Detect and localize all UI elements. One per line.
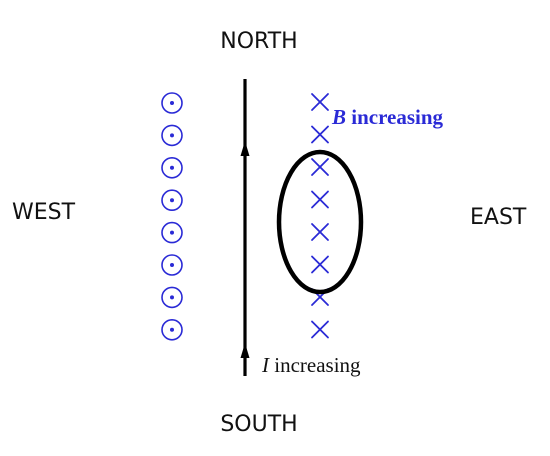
- current-increasing-text: increasing: [269, 353, 361, 377]
- field-into-page-markers: [311, 93, 329, 339]
- field-into-page-icon: [311, 223, 329, 241]
- field-out-of-page-icon: [161, 221, 183, 244]
- field-into-page-icon: [311, 125, 329, 144]
- field-out-of-page-icon: [161, 318, 183, 341]
- south-label: SOUTH: [220, 412, 297, 437]
- field-into-page-icon: [311, 93, 329, 111]
- field-into-page-icon: [311, 255, 329, 274]
- current-arrow-lower-icon: [240, 343, 250, 358]
- current-label: I increasing: [261, 353, 361, 377]
- field-out-of-page-icon: [161, 254, 183, 276]
- conducting-loop: [276, 149, 364, 295]
- field-label: B increasing: [331, 105, 444, 129]
- field-into-page-icon: [311, 190, 329, 209]
- field-symbol: B: [331, 105, 346, 129]
- east-label: EAST: [470, 205, 527, 230]
- north-label: NORTH: [220, 29, 297, 54]
- field-increasing-text: increasing: [346, 105, 444, 129]
- field-out-of-page-icon: [161, 157, 183, 179]
- current-wire: [240, 79, 250, 376]
- current-arrow-upper-icon: [240, 141, 250, 156]
- field-into-page-icon: [311, 320, 329, 339]
- field-out-of-page-icon: [161, 124, 183, 147]
- west-label: WEST: [12, 200, 76, 225]
- current-symbol: I: [261, 353, 270, 377]
- field-out-of-page-icon: [161, 92, 183, 114]
- field-out-of-page-icon: [161, 286, 183, 309]
- field-out-of-page-markers: [161, 92, 183, 341]
- field-into-page-icon: [311, 158, 329, 176]
- field-out-of-page-icon: [161, 189, 183, 211]
